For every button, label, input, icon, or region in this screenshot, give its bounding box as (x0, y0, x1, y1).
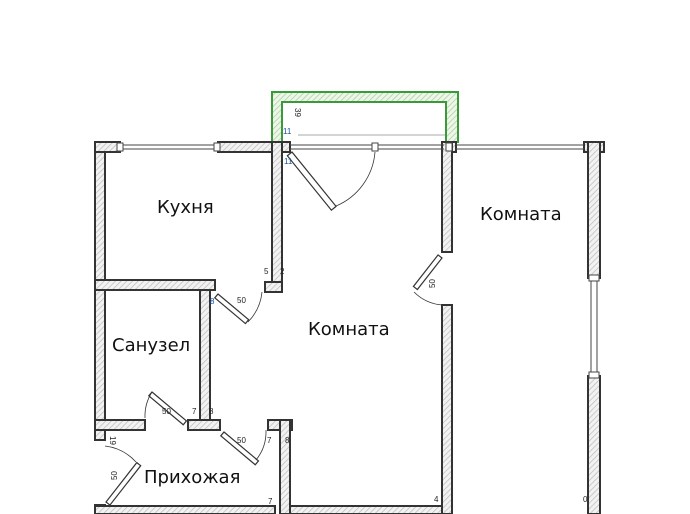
dim-label: 19 (108, 436, 117, 445)
hall-door (219, 429, 267, 466)
room-label-living-room-center: Комната (308, 319, 390, 340)
dim-label: 50 (162, 407, 171, 416)
room-label-kitchen: Кухня (157, 197, 214, 218)
room-label-hallway: Прихожая (144, 467, 241, 488)
dim-label: 50 (237, 436, 246, 445)
dim-label: 39 (293, 108, 302, 117)
dim-label: 2 (280, 267, 285, 276)
room-label-living-room-right: Комната (480, 204, 562, 225)
dim-label: 8 (210, 297, 215, 306)
room-door (412, 254, 443, 306)
dim-label: 50 (428, 279, 437, 288)
dim-label: 11 (284, 157, 293, 166)
kitchen-door (213, 291, 263, 325)
balcony-door (286, 151, 376, 212)
bathroom-door (144, 391, 188, 426)
dim-label: 7 (267, 436, 272, 445)
dim-label: 5 (264, 267, 269, 276)
dim-label: 7 (192, 407, 197, 416)
walls (94, 141, 605, 514)
dim-label: 50 (237, 296, 246, 305)
dim-label: 8 (209, 407, 214, 416)
entry-door (104, 445, 142, 506)
balcony (271, 91, 459, 143)
dim-label: 4 (434, 495, 439, 504)
dim-label: 11 (283, 127, 292, 136)
dim-label: 50 (110, 471, 119, 480)
doors (104, 151, 443, 506)
windows (116, 142, 600, 379)
room-label-bathroom: Санузел (112, 335, 191, 356)
dimension-labels: 39 11 11 5 2 50 8 50 7 8 50 7 8 19 50 7 … (108, 108, 588, 506)
dim-label: 8 (285, 436, 290, 445)
dim-label: 0 (583, 495, 588, 504)
dim-label: 7 (268, 497, 273, 506)
